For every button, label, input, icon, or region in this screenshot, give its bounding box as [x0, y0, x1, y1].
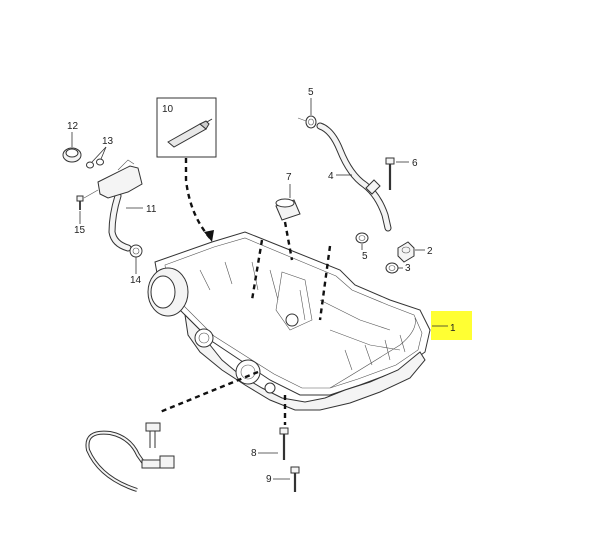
o-ring-lower[interactable]: [355, 232, 369, 244]
oil-level-sensor[interactable]: [85, 422, 175, 492]
leader-13b: [100, 146, 107, 160]
dash-line-right-inner: [318, 245, 332, 321]
leader-13a: [91, 146, 107, 163]
callout-14: 14: [130, 275, 142, 286]
screw-15[interactable]: [76, 189, 99, 210]
breather-hose[interactable]: [97, 159, 143, 252]
callout-1: 1: [450, 323, 456, 334]
oil-pan[interactable]: [147, 231, 431, 411]
bolt-8[interactable]: [279, 427, 289, 460]
drain-plug[interactable]: [397, 241, 415, 263]
callout-13: 13: [102, 136, 114, 147]
highlight-box: [431, 311, 472, 340]
bolt-6[interactable]: [385, 157, 395, 190]
callout-2: 2: [427, 246, 433, 257]
callout-11: 11: [146, 204, 157, 215]
bolt-9[interactable]: [290, 466, 300, 492]
dipstick-tube[interactable]: [316, 122, 392, 232]
callout-9: 9: [266, 474, 272, 485]
callout-10: 10: [162, 104, 174, 115]
callout-5-lower: 5: [362, 251, 368, 262]
sealant-tube-inset[interactable]: 10: [156, 97, 217, 158]
callout-5-top: 5: [308, 87, 314, 98]
callout-3: 3: [405, 263, 411, 274]
callout-15: 15: [74, 225, 86, 236]
sealant-guide-line: [184, 158, 211, 239]
guide-arrowhead: [204, 230, 214, 242]
sealing-washer[interactable]: [385, 262, 399, 274]
callout-12: 12: [67, 121, 79, 132]
callout-4: 4: [328, 171, 334, 182]
callout-6: 6: [412, 158, 418, 169]
sealant-tube-icon: [167, 118, 213, 148]
o-ring-top[interactable]: [305, 115, 317, 129]
oring-top-guide: [297, 117, 307, 122]
callout-8: 8: [251, 448, 257, 459]
callout-7: 7: [286, 172, 292, 183]
dash-line-tube-7: [283, 221, 294, 261]
tube-7[interactable]: [275, 198, 301, 221]
o-rings-13[interactable]: [86, 158, 104, 169]
dash-line-left-inner: [250, 239, 264, 301]
cap-12[interactable]: [62, 147, 82, 163]
seal-14[interactable]: [129, 244, 143, 258]
